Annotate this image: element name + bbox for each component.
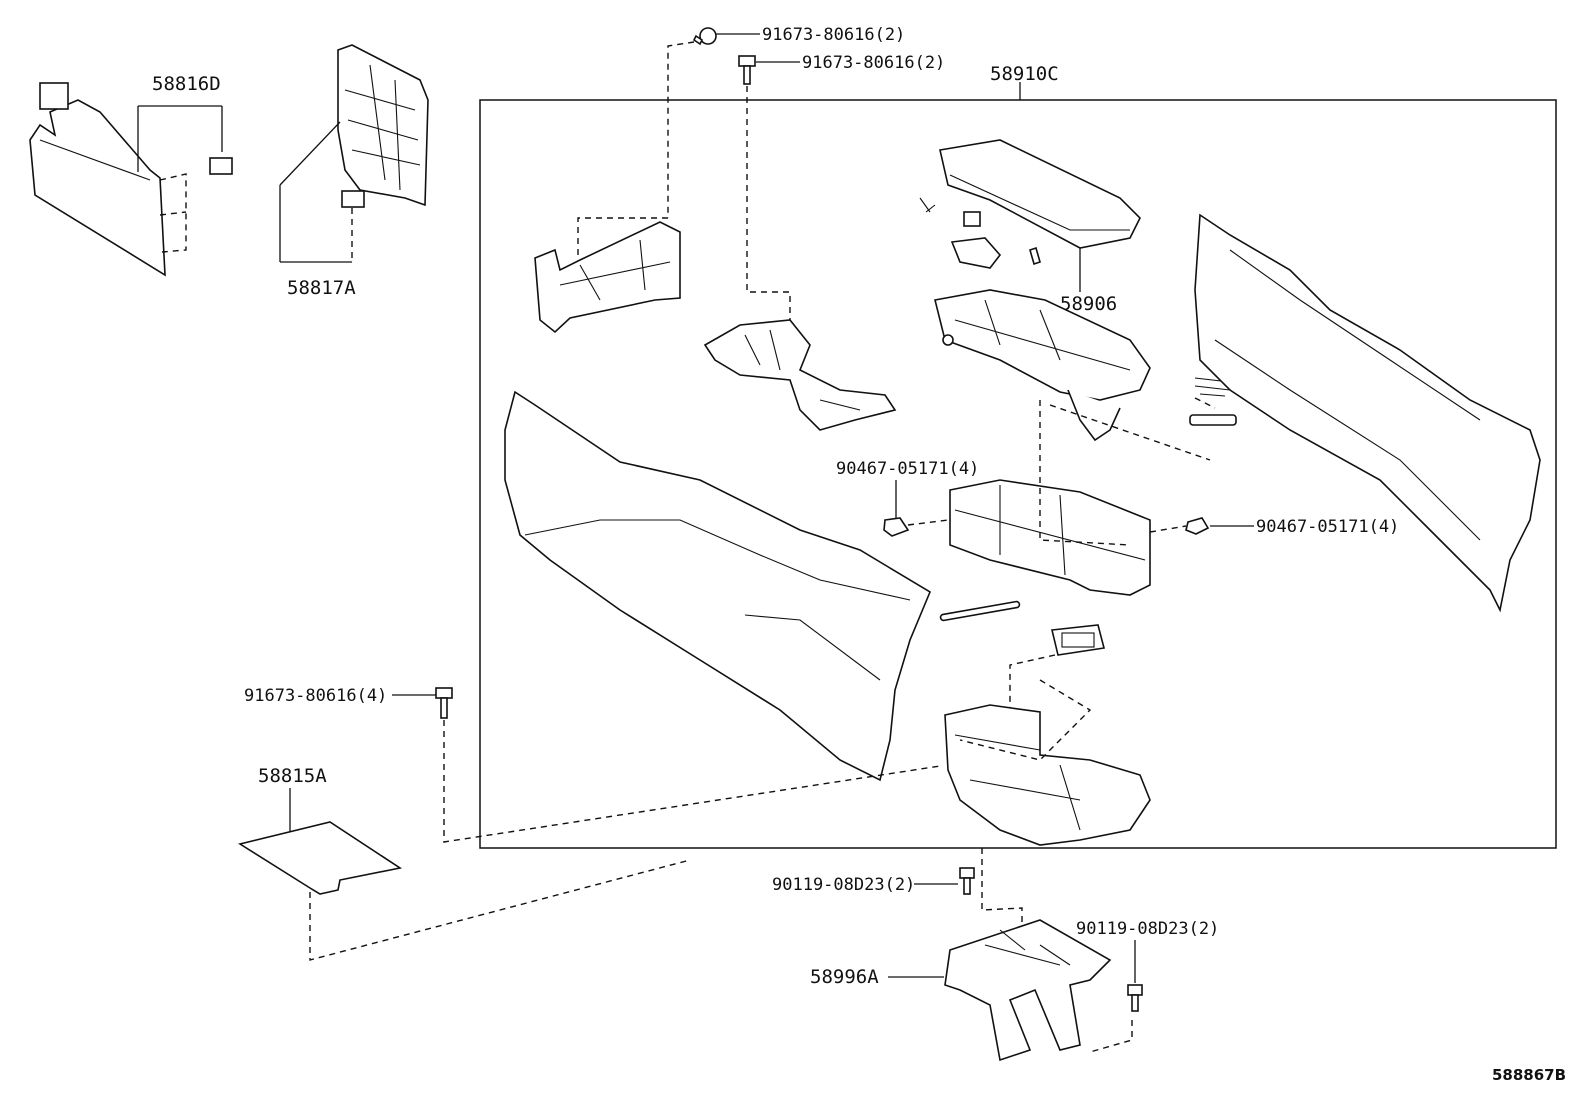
label-bolt-left: 90119-08D23(2)	[772, 875, 915, 895]
label-screw-left: 91673-80616(4)	[244, 686, 387, 706]
label-58816D: 58816D	[152, 73, 221, 95]
diagram-ref-number: 588867B	[1492, 1066, 1566, 1084]
clip-right	[1149, 517, 1254, 535]
part-console-box	[949, 400, 1151, 596]
part-front-bracket	[534, 217, 681, 334]
part-rod	[939, 600, 1021, 622]
part-58817A-bracket	[279, 44, 429, 263]
screw-top-1	[667, 27, 760, 218]
part-lower-box	[944, 679, 1151, 846]
label-screw-top-2: 91673-80616(2)	[802, 53, 945, 73]
bolt-right	[1089, 940, 1143, 1053]
label-clip-right: 90467-05171(4)	[1256, 517, 1399, 537]
part-58996A-support-bracket	[888, 919, 1112, 1062]
part-middle-bracket	[703, 319, 897, 431]
label-screw-top-1: 91673-80616(2)	[762, 25, 905, 45]
screw-top-2	[738, 55, 800, 325]
part-58815A-mat	[237, 788, 691, 961]
part-right-console-panel	[1194, 213, 1541, 613]
screw-left	[392, 687, 941, 843]
part-hinge-spring	[1049, 377, 1237, 461]
part-58906-armrest-lid	[939, 139, 1141, 292]
part-armrest-base	[934, 289, 1151, 442]
part-left-console-panel	[504, 390, 932, 782]
label-bolt-right: 90119-08D23(2)	[1076, 919, 1219, 939]
label-58815A: 58815A	[258, 765, 327, 787]
assembly-frame	[479, 99, 1557, 849]
label-58910C: 58910C	[990, 63, 1059, 85]
label-58996A: 58996A	[810, 966, 879, 988]
part-switch	[1009, 624, 1105, 760]
label-clip-left: 90467-05171(4)	[836, 459, 979, 479]
part-58816D-side-panel	[29, 82, 233, 277]
label-58817A: 58817A	[287, 277, 356, 299]
label-58906: 58906	[1060, 293, 1117, 315]
clip-left	[883, 480, 949, 537]
bolt-left	[914, 848, 1023, 922]
part-hinge-clip	[919, 197, 1041, 269]
